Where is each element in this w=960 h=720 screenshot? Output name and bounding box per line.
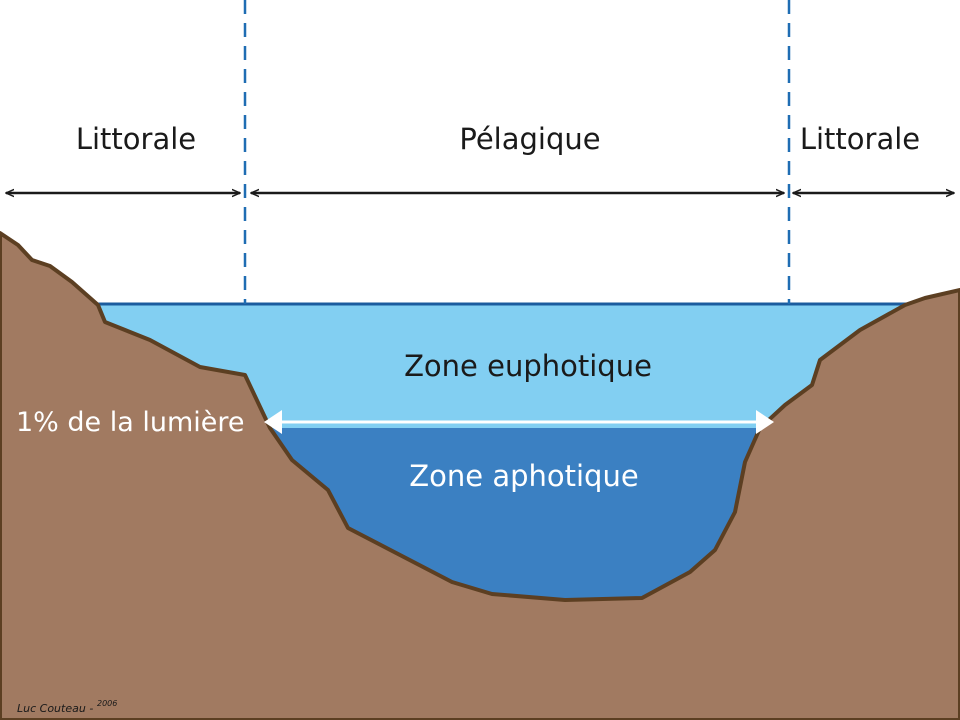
zone-label-pelagic: Pélagique (459, 122, 600, 156)
credit-author: Luc Couteau - (17, 702, 93, 715)
aphotic-zone-water (270, 428, 760, 600)
light-limit-arrowhead-right (756, 410, 774, 434)
zone-label-littoral-left: Littorale (76, 122, 196, 156)
layer-label-aphotic: Zone aphotique (409, 459, 638, 493)
light-limit-arrowhead-left (264, 410, 282, 434)
zone-label-littoral-right: Littorale (800, 122, 920, 156)
layer-label-euphotic: Zone euphotique (404, 349, 652, 383)
euphotic-zone-water (98, 305, 905, 428)
light-limit-label: 1% de la lumière (16, 407, 245, 438)
credit-year: 2006 (97, 699, 117, 708)
lake-basin-soil (0, 231, 960, 720)
